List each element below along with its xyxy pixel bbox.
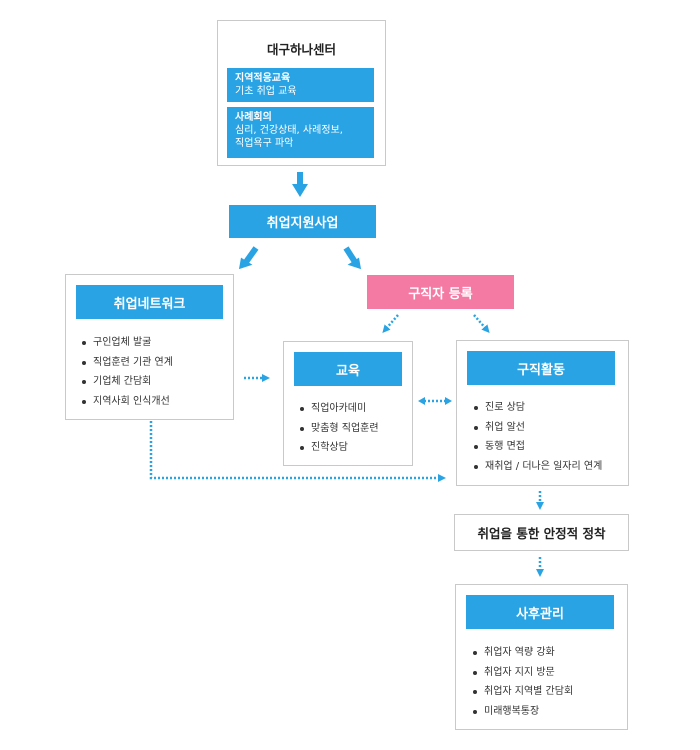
list-item: 맞춤형 직업훈련 xyxy=(298,419,379,439)
list-item: 동행 면접 xyxy=(472,437,602,457)
arrow-network-to-job-search xyxy=(149,421,446,482)
arrow-program-to-registration xyxy=(343,246,362,270)
list-item: 취업자 지지 방문 xyxy=(471,663,573,683)
list-item: 미래행복통장 xyxy=(471,702,573,722)
list-item: 진로 상담 xyxy=(472,398,602,418)
job-search-box: 구직활동 진로 상담 취업 알선 동행 면접 재취업 / 더나은 일자리 연계 xyxy=(456,340,629,486)
registration-box: 구직자 등록 xyxy=(367,275,514,309)
center-sub-education-body: 기초 취업 교육 xyxy=(235,86,297,97)
list-item: 취업 알선 xyxy=(472,418,602,438)
arrow-program-to-network xyxy=(238,246,259,270)
education-list: 직업아카데미 맞춤형 직업훈련 진학상담 xyxy=(298,399,379,458)
support-program-box: 취업지원사업 xyxy=(229,205,376,238)
list-item: 직업훈련 기관 연계 xyxy=(80,353,173,373)
list-item: 구인업체 발굴 xyxy=(80,333,173,353)
job-search-title: 구직활동 xyxy=(467,351,615,385)
list-item: 재취업 / 더나은 일자리 연계 xyxy=(472,457,602,477)
job-search-list: 진로 상담 취업 알선 동행 면접 재취업 / 더나은 일자리 연계 xyxy=(472,398,602,476)
list-item: 기업체 간담회 xyxy=(80,372,173,392)
center-title: 대구하나센터 xyxy=(266,42,336,57)
center-sub-case-meeting: 사례회의 심리, 건강상태, 사례정보, 직업욕구 파악 xyxy=(227,107,374,158)
arrow-registration-to-job-search xyxy=(473,314,490,334)
network-title: 취업네트워크 xyxy=(76,285,223,319)
settlement-box: 취업을 통한 안정적 정착 xyxy=(454,514,629,551)
arrow-registration-to-education xyxy=(382,314,399,334)
network-box: 취업네트워크 구인업체 발굴 직업훈련 기관 연계 기업체 간담회 지역사회 인… xyxy=(65,274,234,420)
followup-box: 사후관리 취업자 역량 강화 취업자 지지 방문 취업자 지역별 간담회 미래행… xyxy=(455,584,628,730)
list-item: 진학상담 xyxy=(298,438,379,458)
center-sub-education: 지역적응교육 기초 취업 교육 xyxy=(227,68,374,102)
network-list: 구인업체 발굴 직업훈련 기관 연계 기업체 간담회 지역사회 인식개선 xyxy=(80,333,173,411)
center-box: 대구하나센터 지역적응교육 기초 취업 교육 사례회의 심리, 건강상태, 사례… xyxy=(217,20,386,166)
list-item: 취업자 역량 강화 xyxy=(471,643,573,663)
list-item: 지역사회 인식개선 xyxy=(80,392,173,412)
center-sub-education-title: 지역적응교육 xyxy=(235,73,291,84)
list-item: 취업자 지역별 간담회 xyxy=(471,682,573,702)
education-box: 교육 직업아카데미 맞춤형 직업훈련 진학상담 xyxy=(283,341,413,466)
center-sub-case-title: 사례회의 xyxy=(235,112,272,123)
arrow-education-job-search xyxy=(418,397,452,405)
arrow-down-center xyxy=(292,172,308,197)
followup-list: 취업자 역량 강화 취업자 지지 방문 취업자 지역별 간담회 미래행복통장 xyxy=(471,643,573,721)
followup-title: 사후관리 xyxy=(466,595,614,629)
education-title: 교육 xyxy=(294,352,402,386)
list-item: 직업아카데미 xyxy=(298,399,379,419)
center-sub-case-body: 심리, 건강상태, 사례정보, 직업욕구 파악 xyxy=(235,125,343,149)
